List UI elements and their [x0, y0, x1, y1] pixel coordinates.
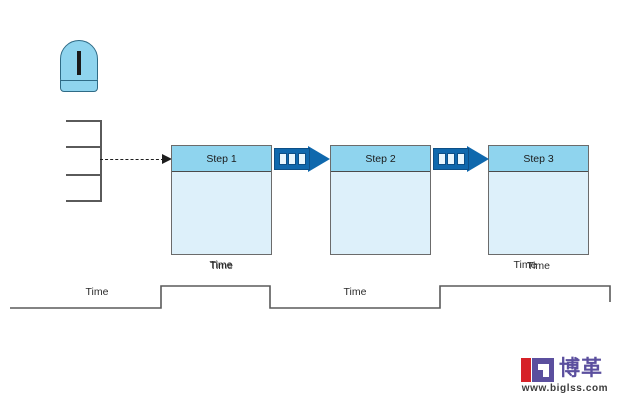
step-box-1-label: Step 1 [172, 146, 271, 172]
step-1-time-caption: Time [210, 260, 233, 272]
biglss-logo-mark-icon [521, 358, 555, 382]
push-arrow-2-head [467, 146, 489, 172]
operator-base-shape [60, 80, 98, 92]
schedule-tooth [66, 120, 102, 122]
schedule-tooth [66, 146, 102, 148]
step-box-3-label: Step 3 [489, 146, 588, 172]
operator-station-icon [60, 40, 98, 92]
push-arrow-1-icon [274, 145, 331, 173]
schedule-tooth [66, 174, 102, 176]
dashed-arrow-line [100, 159, 164, 160]
push-arrow-2-shaft [433, 148, 469, 170]
logo-notch-right [543, 364, 549, 377]
wave-label-3: Time [513, 259, 537, 271]
push-arrow-square [437, 153, 446, 165]
operator-dome-shape [60, 40, 98, 82]
logo-url-text: www.biglss.com [521, 383, 609, 394]
time-square-wave-chart [10, 285, 611, 309]
schedule-spine [100, 120, 102, 202]
step-box-2-label: Step 2 [331, 146, 430, 172]
push-arrow-square [447, 153, 455, 165]
push-arrow-square [456, 153, 465, 165]
push-arrow-square [278, 153, 287, 165]
wave-label-0: Time [85, 286, 109, 298]
push-arrow-square [288, 153, 296, 165]
operator-bar-glyph [77, 51, 81, 75]
wave-label-2: Time [343, 286, 367, 298]
step-3-time-caption: Time [527, 260, 550, 272]
schedule-tooth [66, 200, 102, 202]
step-box-2[interactable]: Step 2 [330, 145, 431, 255]
dashed-arrow-head-icon [162, 154, 172, 164]
biglss-logo[interactable]: 博革 www.biglss.com [515, 356, 615, 400]
schedule-to-step1-arrow [100, 154, 174, 167]
wave-label-1: Time [209, 259, 233, 271]
schedule-bracket [66, 120, 102, 202]
push-arrow-2-icon [433, 145, 490, 173]
logo-red-bar [521, 358, 531, 382]
logo-chinese-text: 博革 [559, 357, 603, 380]
time-square-wave-line [10, 285, 611, 309]
push-arrow-1-shaft [274, 148, 310, 170]
step-box-1[interactable]: Step 1 [171, 145, 272, 255]
push-arrow-square [297, 153, 306, 165]
push-arrow-1-head [308, 146, 330, 172]
step-box-3[interactable]: Step 3 [488, 145, 589, 255]
